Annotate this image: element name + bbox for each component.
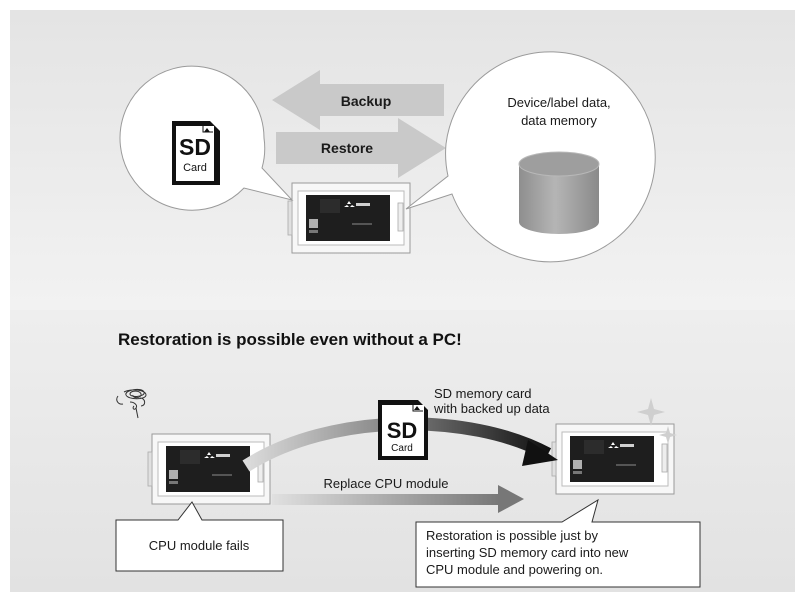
- backup-label: Backup: [341, 93, 392, 109]
- result-line2: inserting SD memory card into new: [426, 545, 629, 560]
- sparkle-icon: [637, 398, 677, 444]
- fail-callout: CPU module fails: [115, 501, 284, 572]
- restore-arrow: Restore: [276, 118, 446, 178]
- plc-new: [551, 423, 675, 495]
- plc-top: [287, 182, 411, 254]
- sd-card-small-line2: Card: [391, 443, 413, 454]
- sd-card-small-line1: SD: [387, 418, 418, 443]
- fail-label: CPU module fails: [149, 538, 250, 553]
- sd-text-line2: with backed up data: [433, 401, 550, 416]
- backup-arrow: Backup: [272, 70, 444, 130]
- device-bubble: Device/label data, data memory: [405, 51, 656, 263]
- scribble-icon: [116, 388, 147, 419]
- sd-card-icon: SD Card: [378, 400, 428, 460]
- sd-card-line1: SD: [179, 134, 211, 160]
- sd-text-line1: SD memory card: [434, 386, 532, 401]
- result-line1: Restoration is possible just by: [426, 528, 598, 543]
- restore-label: Restore: [321, 140, 373, 156]
- sd-bubble: SD Card: [119, 65, 294, 211]
- result-line3: CPU module and powering on.: [426, 562, 603, 577]
- section-heading: Restoration is possible even without a P…: [118, 330, 462, 349]
- device-text-line2: data memory: [521, 113, 597, 128]
- device-text-line1: Device/label data,: [507, 95, 610, 110]
- replace-label: Replace CPU module: [323, 476, 448, 491]
- sd-card-line2: Card: [183, 162, 207, 174]
- result-callout: Restoration is possible just by insertin…: [415, 498, 701, 588]
- database-icon: [518, 151, 600, 234]
- replace-arrow: Replace CPU module: [272, 476, 524, 513]
